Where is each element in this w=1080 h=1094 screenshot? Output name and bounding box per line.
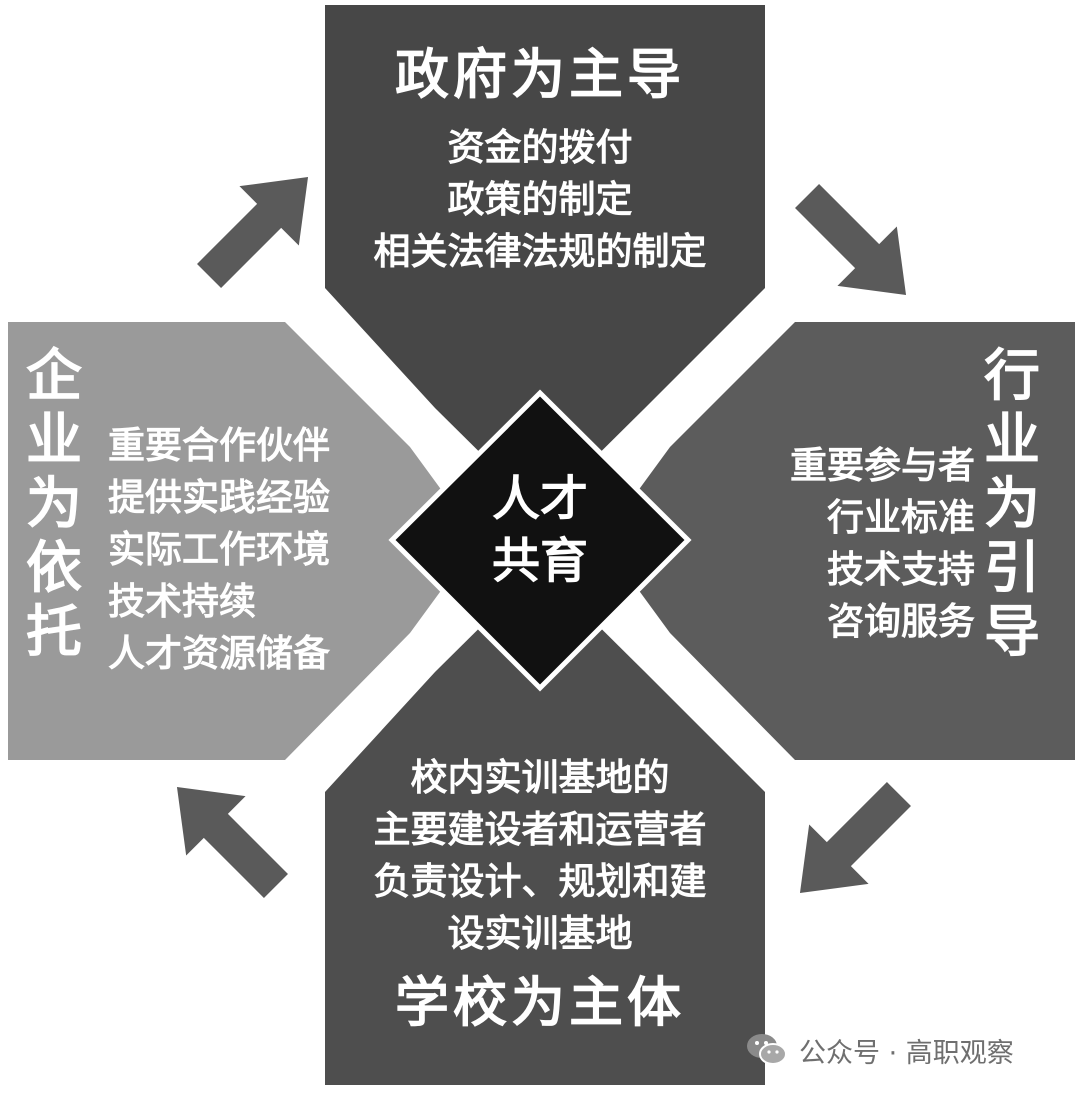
school-line: 主要建设者和运营者 [373,808,707,851]
industry-title-char: 为 [984,472,1040,537]
enterprise-line: 提供实践经验 [108,476,330,519]
industry-line: 重要参与者 [790,444,975,487]
enterprise-line: 人才资源储备 [108,632,330,675]
school-line: 校内实训基地的 [410,756,670,799]
government-panel [325,5,765,512]
enterprise-title: 企 业 为 依 托 [22,345,86,665]
industry-line: 咨询服务 [827,600,975,643]
enterprise-lines: 重要合作伙伴 提供实践经验 实际工作环境 技术持续 人才资源储备 [108,420,330,680]
arrow-industry-to-school [799,782,911,894]
school-panel [325,568,765,1085]
enterprise-title-char: 业 [26,408,82,473]
center-line: 共育 [491,533,588,589]
government-line: 政策的制定 [447,178,633,221]
arrow-government-to-industry [795,184,907,296]
arrow-school-to-enterprise [176,786,288,898]
industry-panel [602,322,1075,760]
government-title: 政府为主导 [395,43,685,106]
center-line: 人才 [491,471,588,527]
school-line: 设实训基地 [447,912,633,955]
center-label: 人才 共育 [440,468,640,592]
industry-title-char: 业 [984,408,1040,473]
industry-line: 技术支持 [827,548,975,591]
enterprise-title-char: 为 [26,472,82,537]
industry-title: 行 业 为 引 导 [980,345,1044,665]
school-lines: 校内实训基地的 主要建设者和运营者 负责设计、规划和建 设实训基地 [330,752,750,960]
watermark: 公众号 · 高职观察 [745,1028,1014,1072]
government-lines: 资金的拨付 政策的制定 相关法律法规的制定 [330,122,750,278]
wechat-icon [747,1034,787,1065]
center-diamond [388,389,692,692]
enterprise-line: 实际工作环境 [108,528,330,571]
arrow-enterprise-to-government [197,176,309,288]
school-title: 学校为主体 [395,971,685,1034]
enterprise-panel [8,322,478,760]
government-line: 资金的拨付 [447,126,633,169]
enterprise-title-char: 依 [26,536,82,601]
industry-title-char: 引 [984,536,1040,601]
watermark-text: 公众号 · 高职观察 [799,1037,1014,1069]
industry-title-char: 导 [984,600,1040,665]
school-line: 负责设计、规划和建 [373,860,707,903]
industry-line: 行业标准 [827,496,975,539]
industry-lines: 重要参与者 行业标准 技术支持 咨询服务 [700,440,975,648]
government-line: 相关法律法规的制定 [373,230,707,273]
enterprise-line: 技术持续 [108,580,256,623]
industry-title-char: 行 [984,344,1040,409]
enterprise-title-char: 企 [26,344,82,409]
enterprise-title-char: 托 [26,600,82,665]
enterprise-line: 重要合作伙伴 [108,424,330,467]
